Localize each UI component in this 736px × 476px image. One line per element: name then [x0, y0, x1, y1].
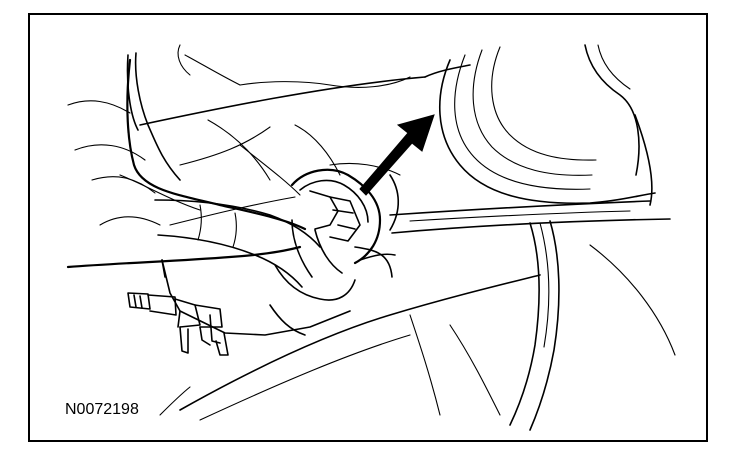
- body-panel-outline: [126, 44, 471, 181]
- wiring-harness: [66, 58, 307, 269]
- hose: [154, 199, 396, 288]
- figure-id-label: N0072198: [65, 401, 139, 418]
- figure-frame: N0072198: [28, 13, 708, 442]
- support-bracket: [389, 174, 671, 431]
- component-illustration: [66, 44, 676, 431]
- sensor-module: [161, 246, 393, 336]
- label-leader-line: [159, 386, 191, 416]
- electrical-connector: [127, 292, 229, 356]
- surface-contours: [67, 100, 401, 226]
- lower-panel-edge: [179, 274, 541, 421]
- housing-outline: [438, 44, 676, 356]
- callout-arrow: [359, 114, 435, 196]
